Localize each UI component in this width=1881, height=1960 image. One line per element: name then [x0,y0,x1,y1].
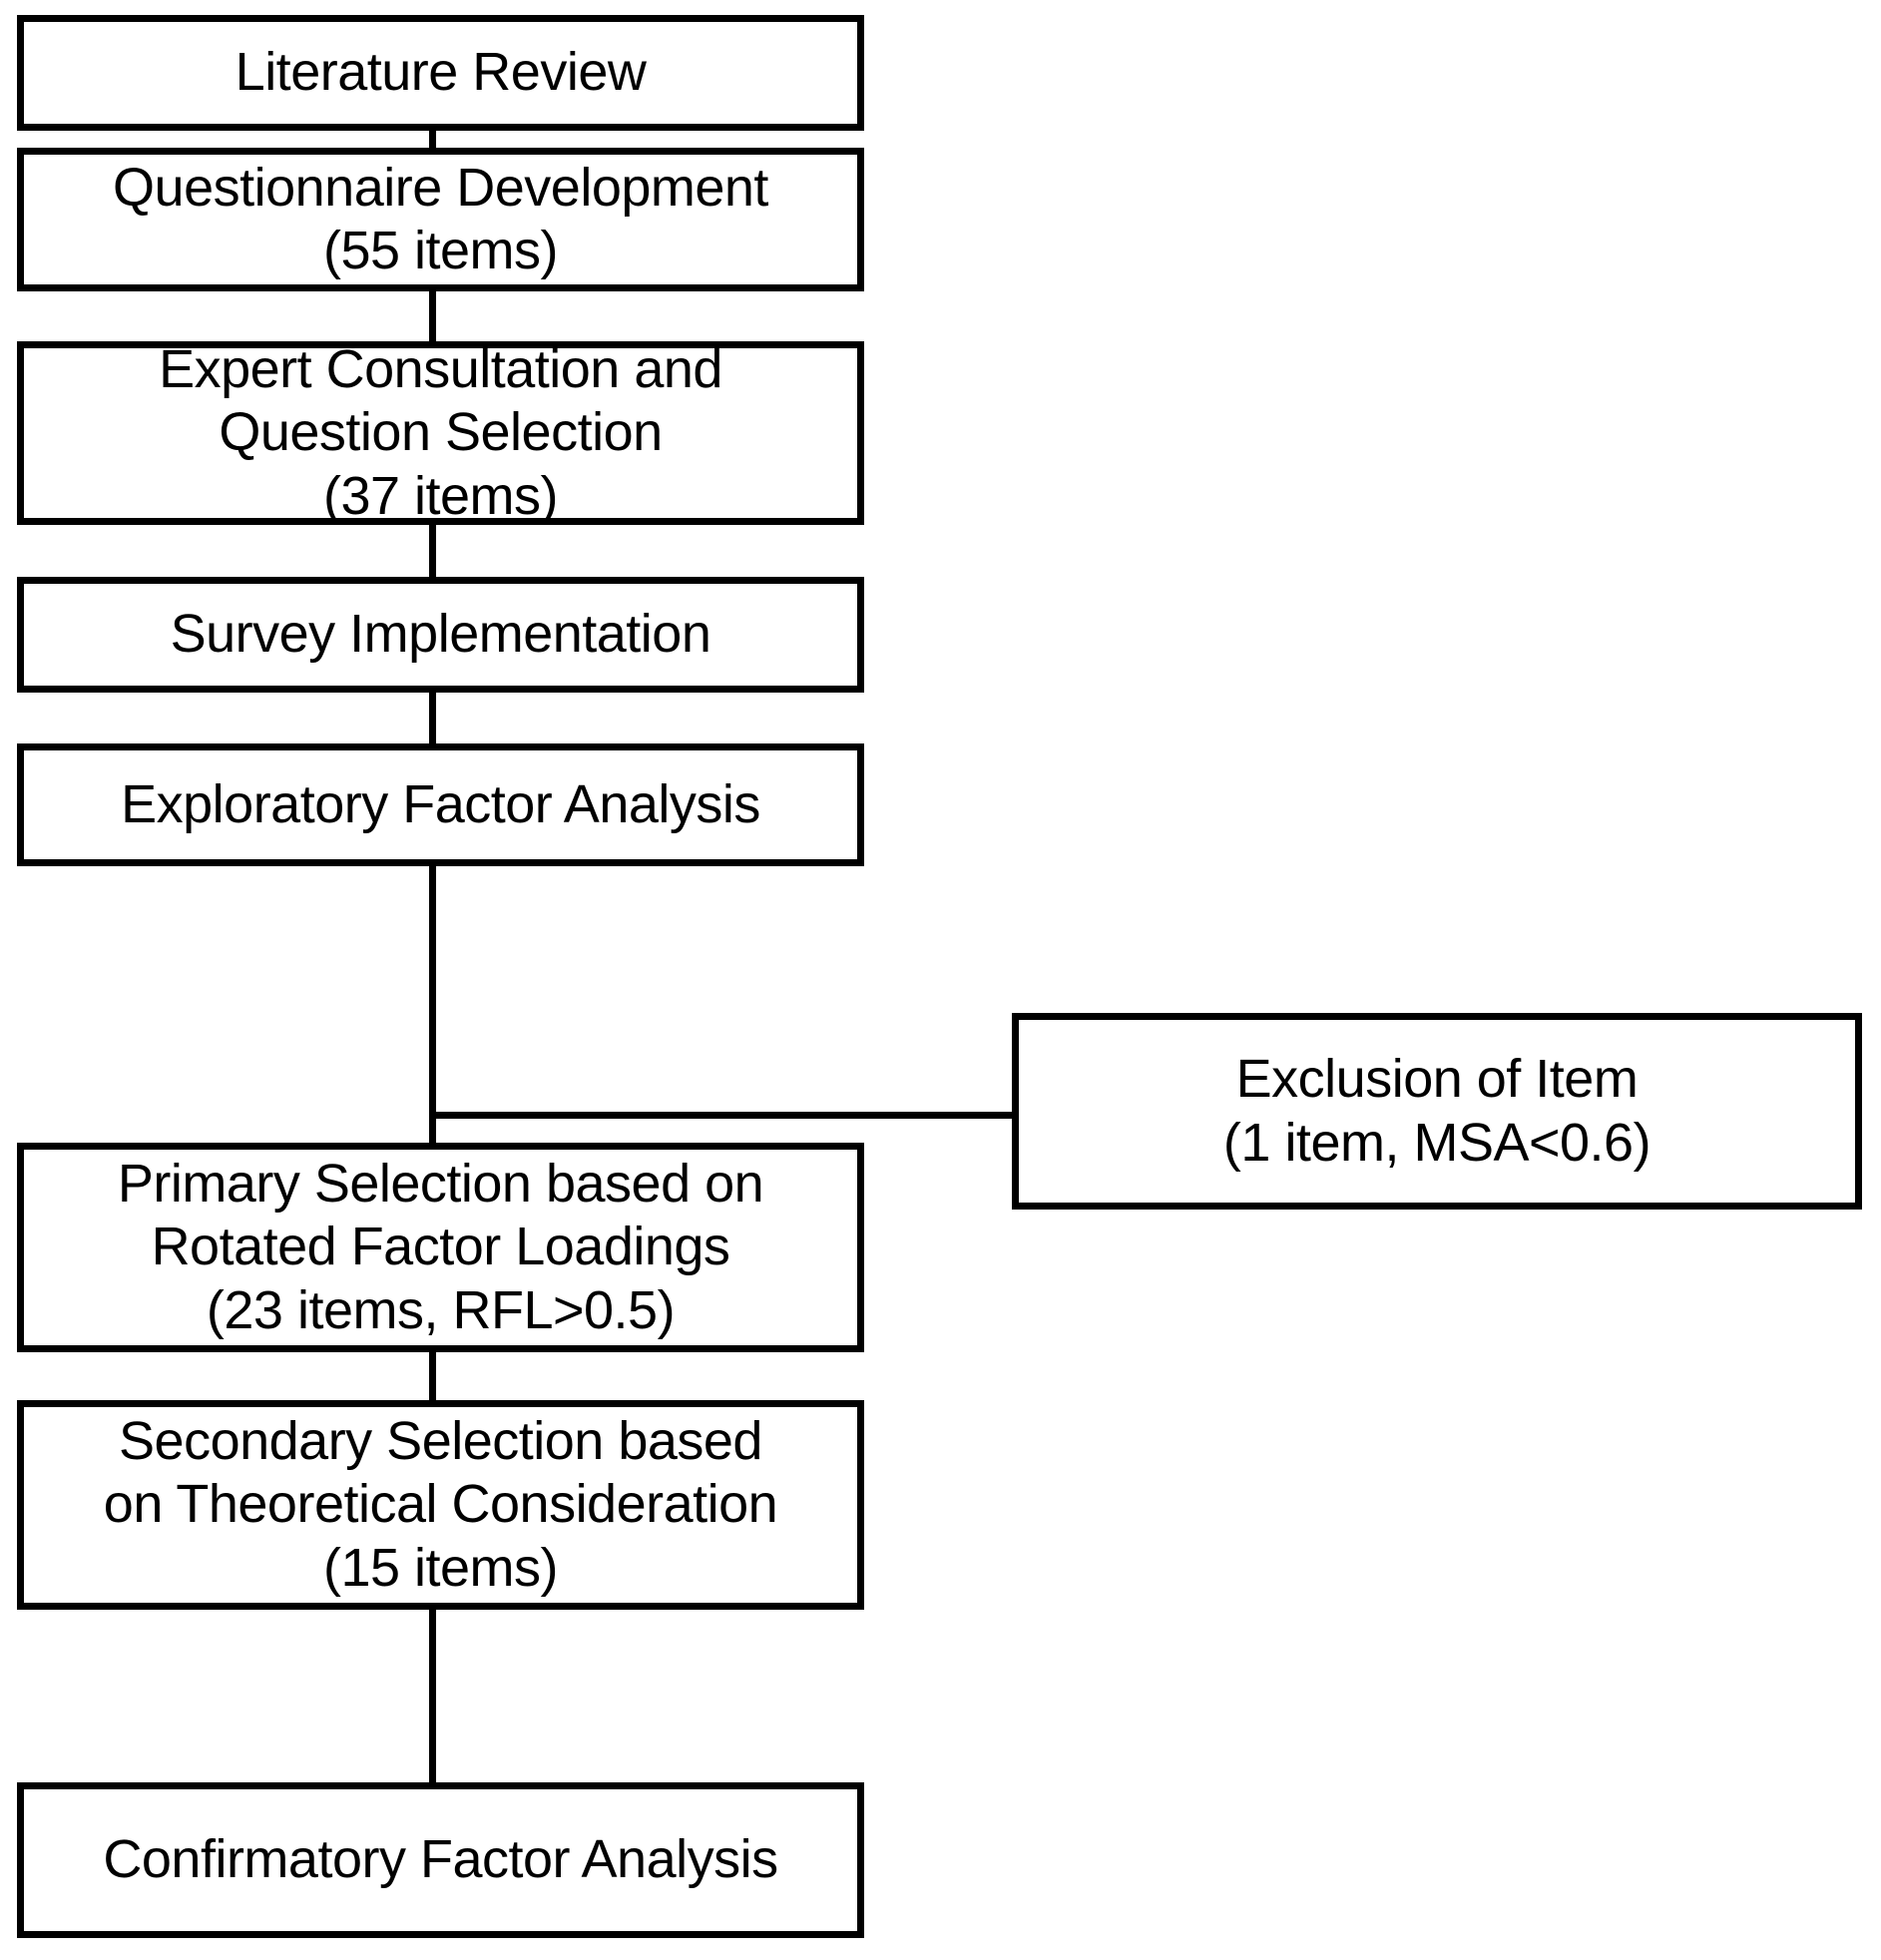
exclusion-of-item-box-line: Exclusion of Item [1235,1049,1639,1110]
connector-survey-to-efa [429,693,436,743]
survey-implementation-box-line: Survey Implementation [170,604,711,665]
secondary-selection-box-line: on Theoretical Consideration [103,1474,778,1535]
connector-literature-to-questionnaire [429,131,436,148]
connector-questionnaire-to-expert [429,291,436,341]
questionnaire-development-box-line: Questionnaire Development [113,157,768,218]
expert-consultation-box-line: Expert Consultation and [159,339,722,400]
connector-primary-to-secondary [429,1352,436,1400]
questionnaire-development-box[interactable]: Questionnaire Development(55 items) [17,148,864,291]
questionnaire-development-box-line: (55 items) [322,221,559,280]
expert-consultation-box-line: Question Selection [219,402,663,463]
expert-consultation-box-line: (37 items) [322,465,559,526]
literature-review-box[interactable]: Literature Review [17,15,864,131]
literature-review-box-line: Literature Review [235,42,647,103]
connector-branch-to-exclusion [429,1112,1012,1119]
exploratory-factor-analysis-box[interactable]: Exploratory Factor Analysis [17,743,864,866]
connector-efa-to-primary [429,866,436,1143]
primary-selection-box-line: Rotated Factor Loadings [151,1217,730,1277]
primary-selection-box-line: (23 items, RFL>0.5) [206,1279,676,1340]
secondary-selection-box-line: (15 items) [322,1537,559,1598]
exploratory-factor-analysis-box-line: Exploratory Factor Analysis [121,773,760,834]
exclusion-of-item-box-line: (1 item, MSA<0.6) [1222,1112,1651,1173]
exclusion-of-item-box[interactable]: Exclusion of Item(1 item, MSA<0.6) [1012,1013,1862,1210]
confirmatory-factor-analysis-box[interactable]: Confirmatory Factor Analysis [17,1782,864,1938]
connector-expert-to-survey [429,525,436,577]
survey-implementation-box[interactable]: Survey Implementation [17,577,864,693]
primary-selection-box-line: Primary Selection based on [117,1154,764,1215]
confirmatory-factor-analysis-box-line: Confirmatory Factor Analysis [103,1829,778,1890]
connector-secondary-to-confirmatory [429,1610,436,1782]
secondary-selection-box-line: Secondary Selection based [119,1411,762,1472]
